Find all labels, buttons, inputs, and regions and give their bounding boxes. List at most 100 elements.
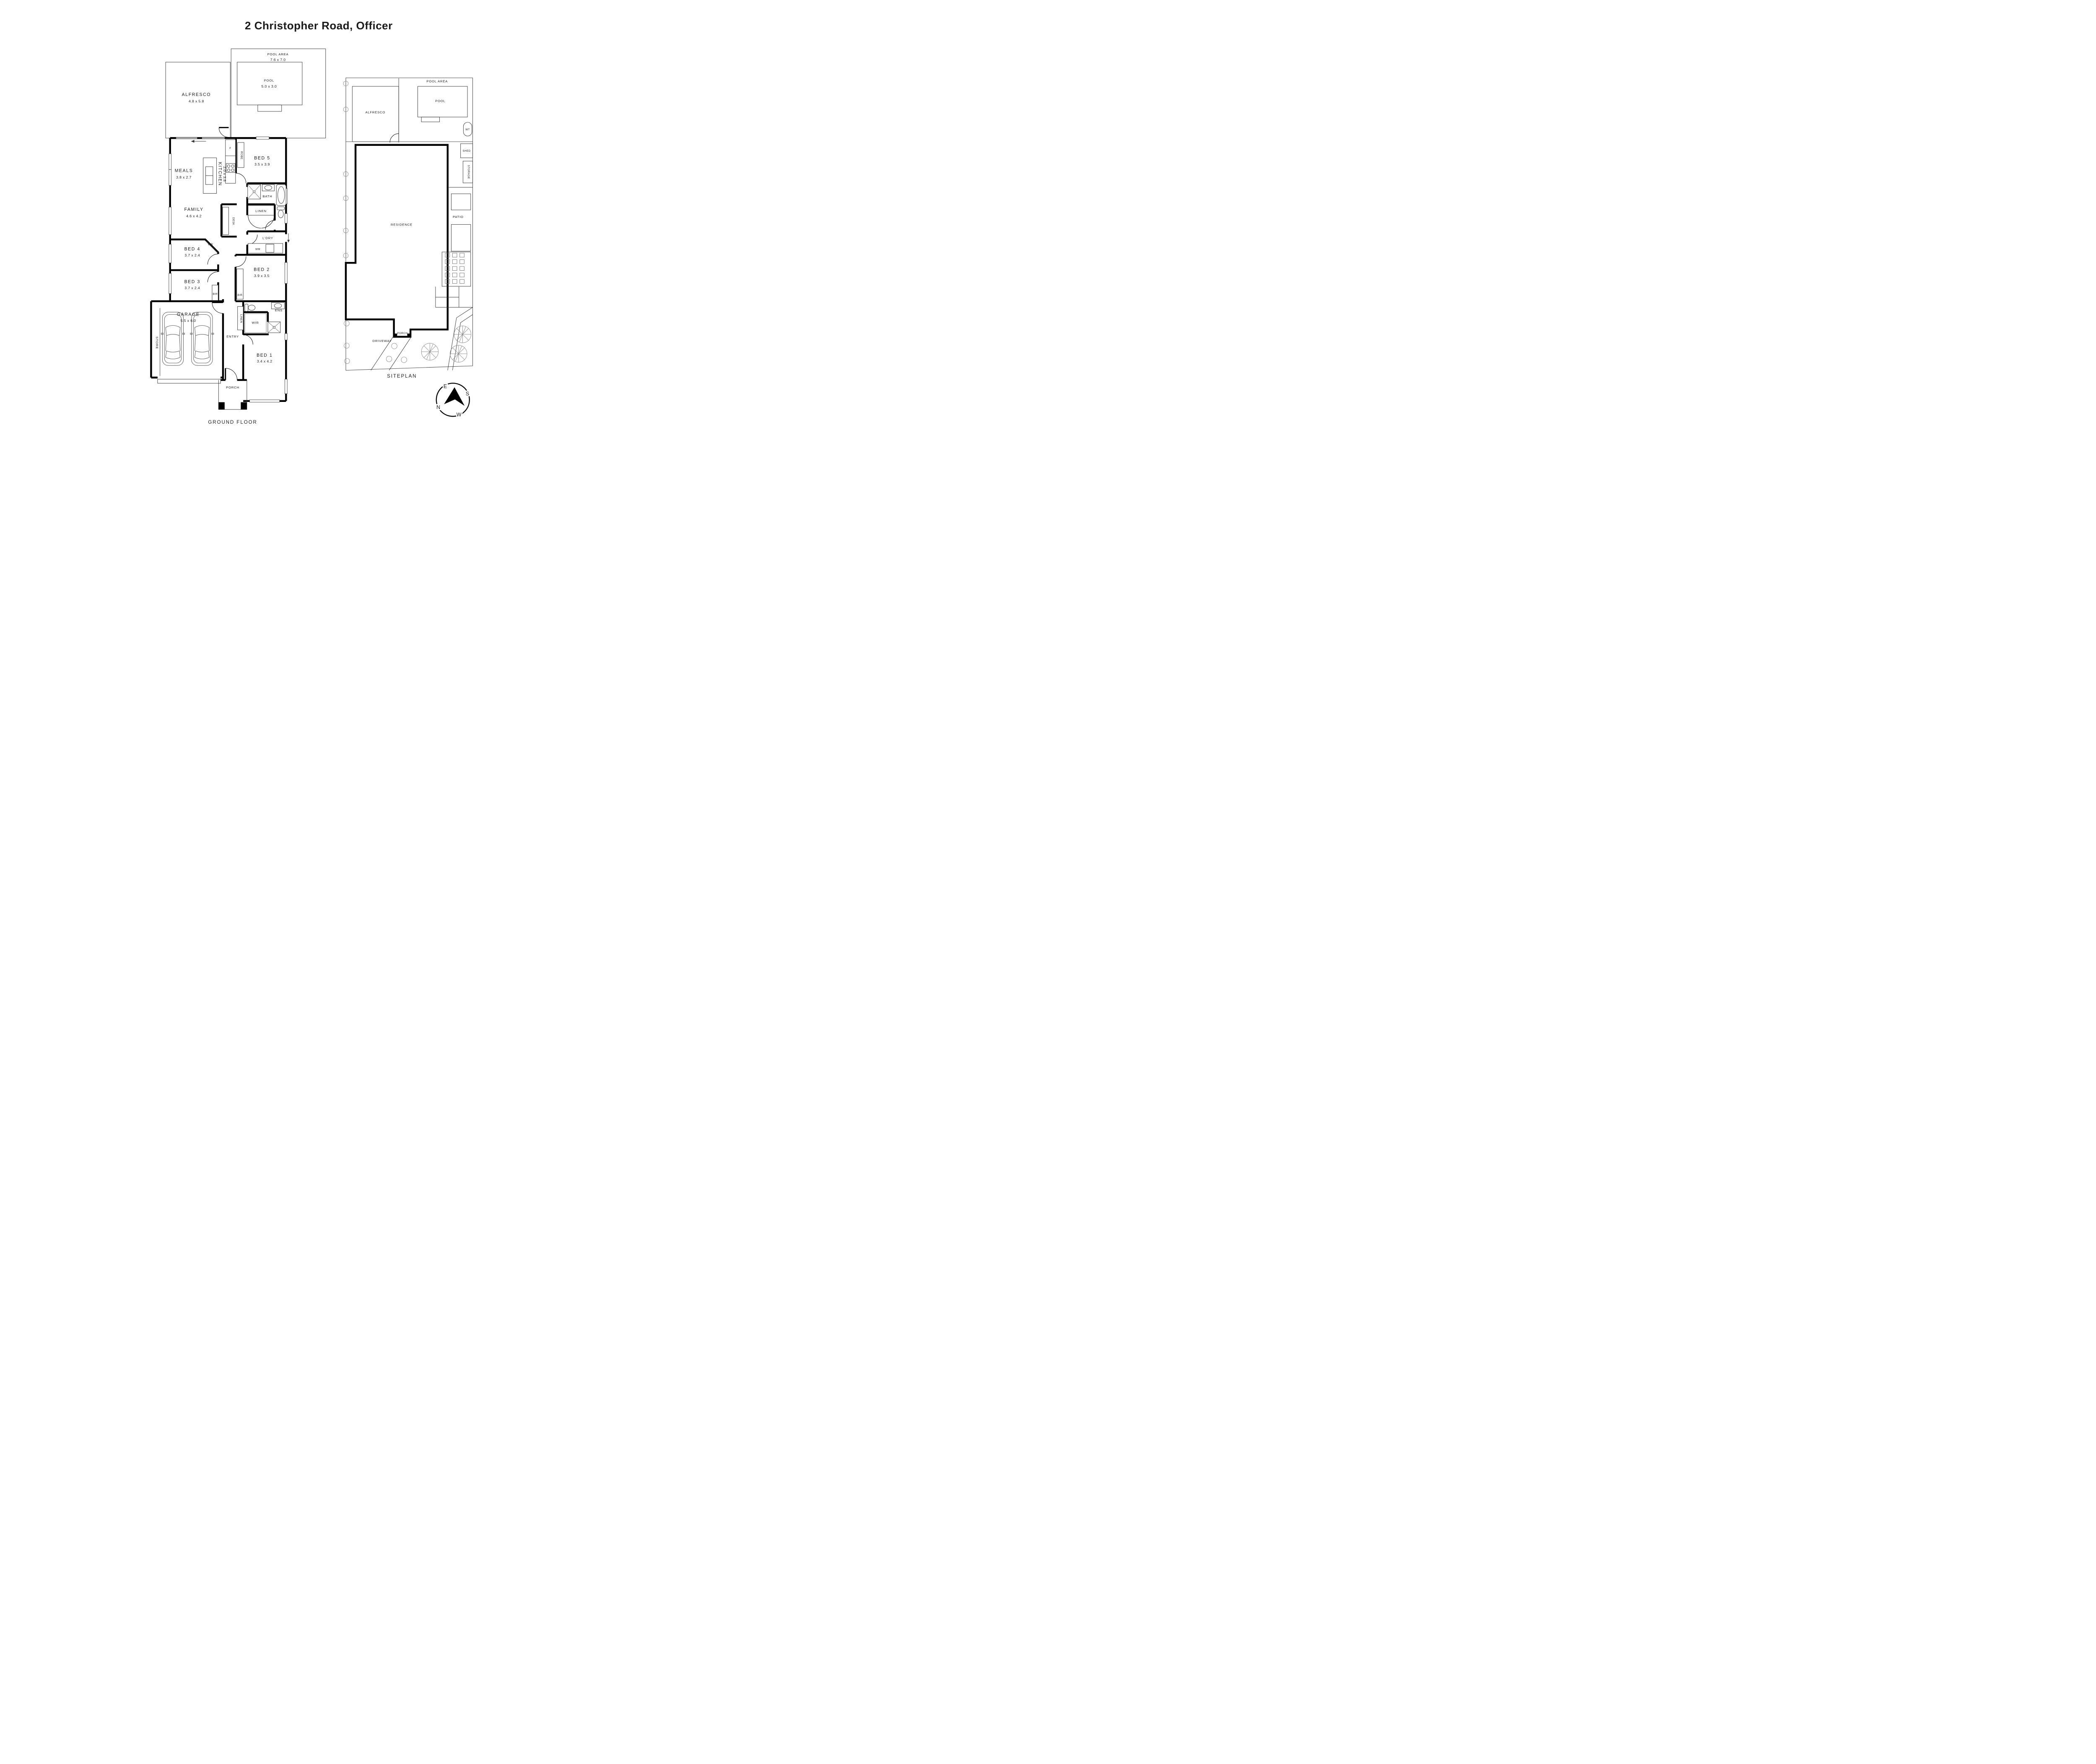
site-alfresco-label: ALFRESCO	[365, 111, 385, 114]
garden-trees	[343, 81, 472, 364]
entry-label: ENTRY	[226, 334, 239, 338]
pool-label: POOL	[264, 78, 275, 82]
bath-fixtures	[247, 184, 286, 206]
tree-icon	[401, 357, 407, 363]
robe-label: ROBE	[240, 151, 243, 160]
kitchen-counter	[225, 139, 236, 184]
residence-outline	[345, 144, 449, 338]
garage-door	[157, 379, 221, 383]
tree-icon	[450, 345, 467, 363]
bed3-label: BED 3	[184, 279, 200, 284]
residence-label: RESIDENCE	[391, 223, 412, 227]
siteplan-caption: SITEPLAN	[387, 374, 417, 379]
bed4-label: BED 4	[184, 246, 200, 251]
exit-arrow-icon	[287, 240, 290, 243]
kitchen-label: KITCHEN	[217, 162, 222, 186]
wir-shelving	[244, 313, 267, 333]
patio-label: PATIO	[453, 215, 464, 219]
wm-label: WM	[255, 248, 260, 251]
desk-surface	[222, 207, 229, 235]
kitchen-dims: 2.0 x 3.8	[223, 166, 227, 182]
slider-arrow-icon	[191, 140, 195, 143]
floorplan-canvas: 2 Christopher Road, Officer POOL AREA 7.…	[150, 19, 473, 425]
store-label: STORE	[155, 337, 159, 349]
sink-icon	[205, 166, 213, 176]
storage-outline	[462, 161, 473, 183]
bed2-dims: 3.9 x 3.5	[254, 274, 270, 278]
entry-linen-label: LINEN	[239, 314, 242, 323]
bed1-label: BED 1	[257, 353, 272, 358]
cooktop-icon	[226, 163, 236, 173]
bed5-dims: 3.5 x 3.9	[254, 162, 270, 166]
porch-label: PORCH	[226, 386, 239, 389]
bed3-dims: 3.7 x 2.4	[184, 286, 200, 290]
windows	[169, 137, 290, 403]
robe-closet	[237, 142, 244, 168]
compass-west: W	[457, 412, 462, 417]
compass-east: E	[444, 383, 447, 389]
ldry-label: L'DRY	[262, 236, 273, 240]
shed-label: SHED	[463, 150, 471, 153]
page-title: 2 Christopher Road, Officer	[245, 19, 393, 32]
tree-icon	[454, 326, 472, 343]
entry-linen-closet	[237, 306, 244, 330]
vanity-icon	[262, 184, 275, 192]
garage-label: GARAGE	[177, 312, 200, 317]
interior-walls	[170, 138, 286, 335]
siteplan: POOL AREA ALFRESCO POOL WT SHED STORAGE …	[343, 78, 473, 379]
ens-fixtures	[244, 302, 285, 333]
linen-label: LINEN	[255, 209, 267, 213]
water-tank-label: WT	[465, 128, 470, 131]
family-dims: 4.6 x 4.2	[186, 214, 202, 218]
bath-label: BATH	[262, 194, 272, 198]
ens-label: ENS	[275, 308, 283, 312]
tree-icon	[386, 356, 392, 362]
bed5-label: BED 5	[254, 155, 270, 161]
floorplan-page: 2 Christopher Road, Officer POOL AREA 7.…	[0, 0, 624, 441]
desk-label: DESK	[232, 217, 235, 225]
porch-outline	[218, 380, 247, 410]
ens-vanity-icon	[271, 302, 285, 309]
ground-floor-plan: POOL AREA 7.6 x 7.0 POOL 5.0 x 3.0 ALFRE…	[150, 48, 326, 425]
paths-and-driveway	[371, 307, 473, 370]
garage-fixtures	[157, 308, 221, 383]
bed4-bir-shelf	[206, 241, 219, 254]
wir-label: WIR	[252, 321, 259, 325]
kitchen-island	[203, 158, 217, 194]
garage-dims: 5.5 x 6.0	[181, 319, 196, 323]
bed2-bir-label: BIR	[238, 294, 243, 297]
bed4-dims: 3.7 x 2.4	[184, 253, 200, 257]
pool-steps	[257, 104, 282, 112]
tree-icon	[391, 343, 397, 349]
tree-icon	[421, 343, 439, 360]
laundry-fixtures	[248, 243, 283, 254]
site-alfresco-outline	[352, 86, 399, 142]
ground-floor-caption: GROUND FLOOR	[208, 420, 257, 425]
washing-machine-icon	[265, 244, 274, 253]
bed4-bir-label: BIR	[208, 243, 213, 246]
bed2-label: BED 2	[254, 267, 270, 272]
bed3-bir-label: BIR	[213, 293, 218, 295]
ens-toilet-icon	[248, 305, 256, 311]
paver-grid	[445, 253, 464, 284]
patio-area	[435, 187, 473, 308]
wc-toilet-icon	[277, 206, 285, 218]
linen-closet	[248, 205, 274, 215]
pool-area-dims: 7.6 x 7.0	[270, 57, 286, 62]
site-pool-outline	[418, 86, 468, 117]
meals-dims: 3.8 x 2.7	[176, 175, 192, 179]
compass-circle	[436, 383, 470, 417]
fridge-label: F	[229, 147, 231, 150]
compass-south: S	[466, 391, 469, 396]
meals-label: MEALS	[175, 168, 193, 173]
bathtub-icon	[276, 184, 286, 206]
site-pool-label: POOL	[435, 99, 446, 103]
bed2-bir-shelf	[236, 269, 244, 300]
shed-outline	[460, 143, 473, 158]
compass-north: N	[436, 404, 440, 410]
water-tank-outline	[463, 122, 472, 137]
pool-dims: 5.0 x 3.0	[262, 84, 277, 88]
compass-needle-icon	[444, 387, 465, 406]
site-pool-area-label: POOL AREA	[426, 79, 448, 83]
alfresco-dims: 4.8 x 5.8	[189, 99, 204, 104]
